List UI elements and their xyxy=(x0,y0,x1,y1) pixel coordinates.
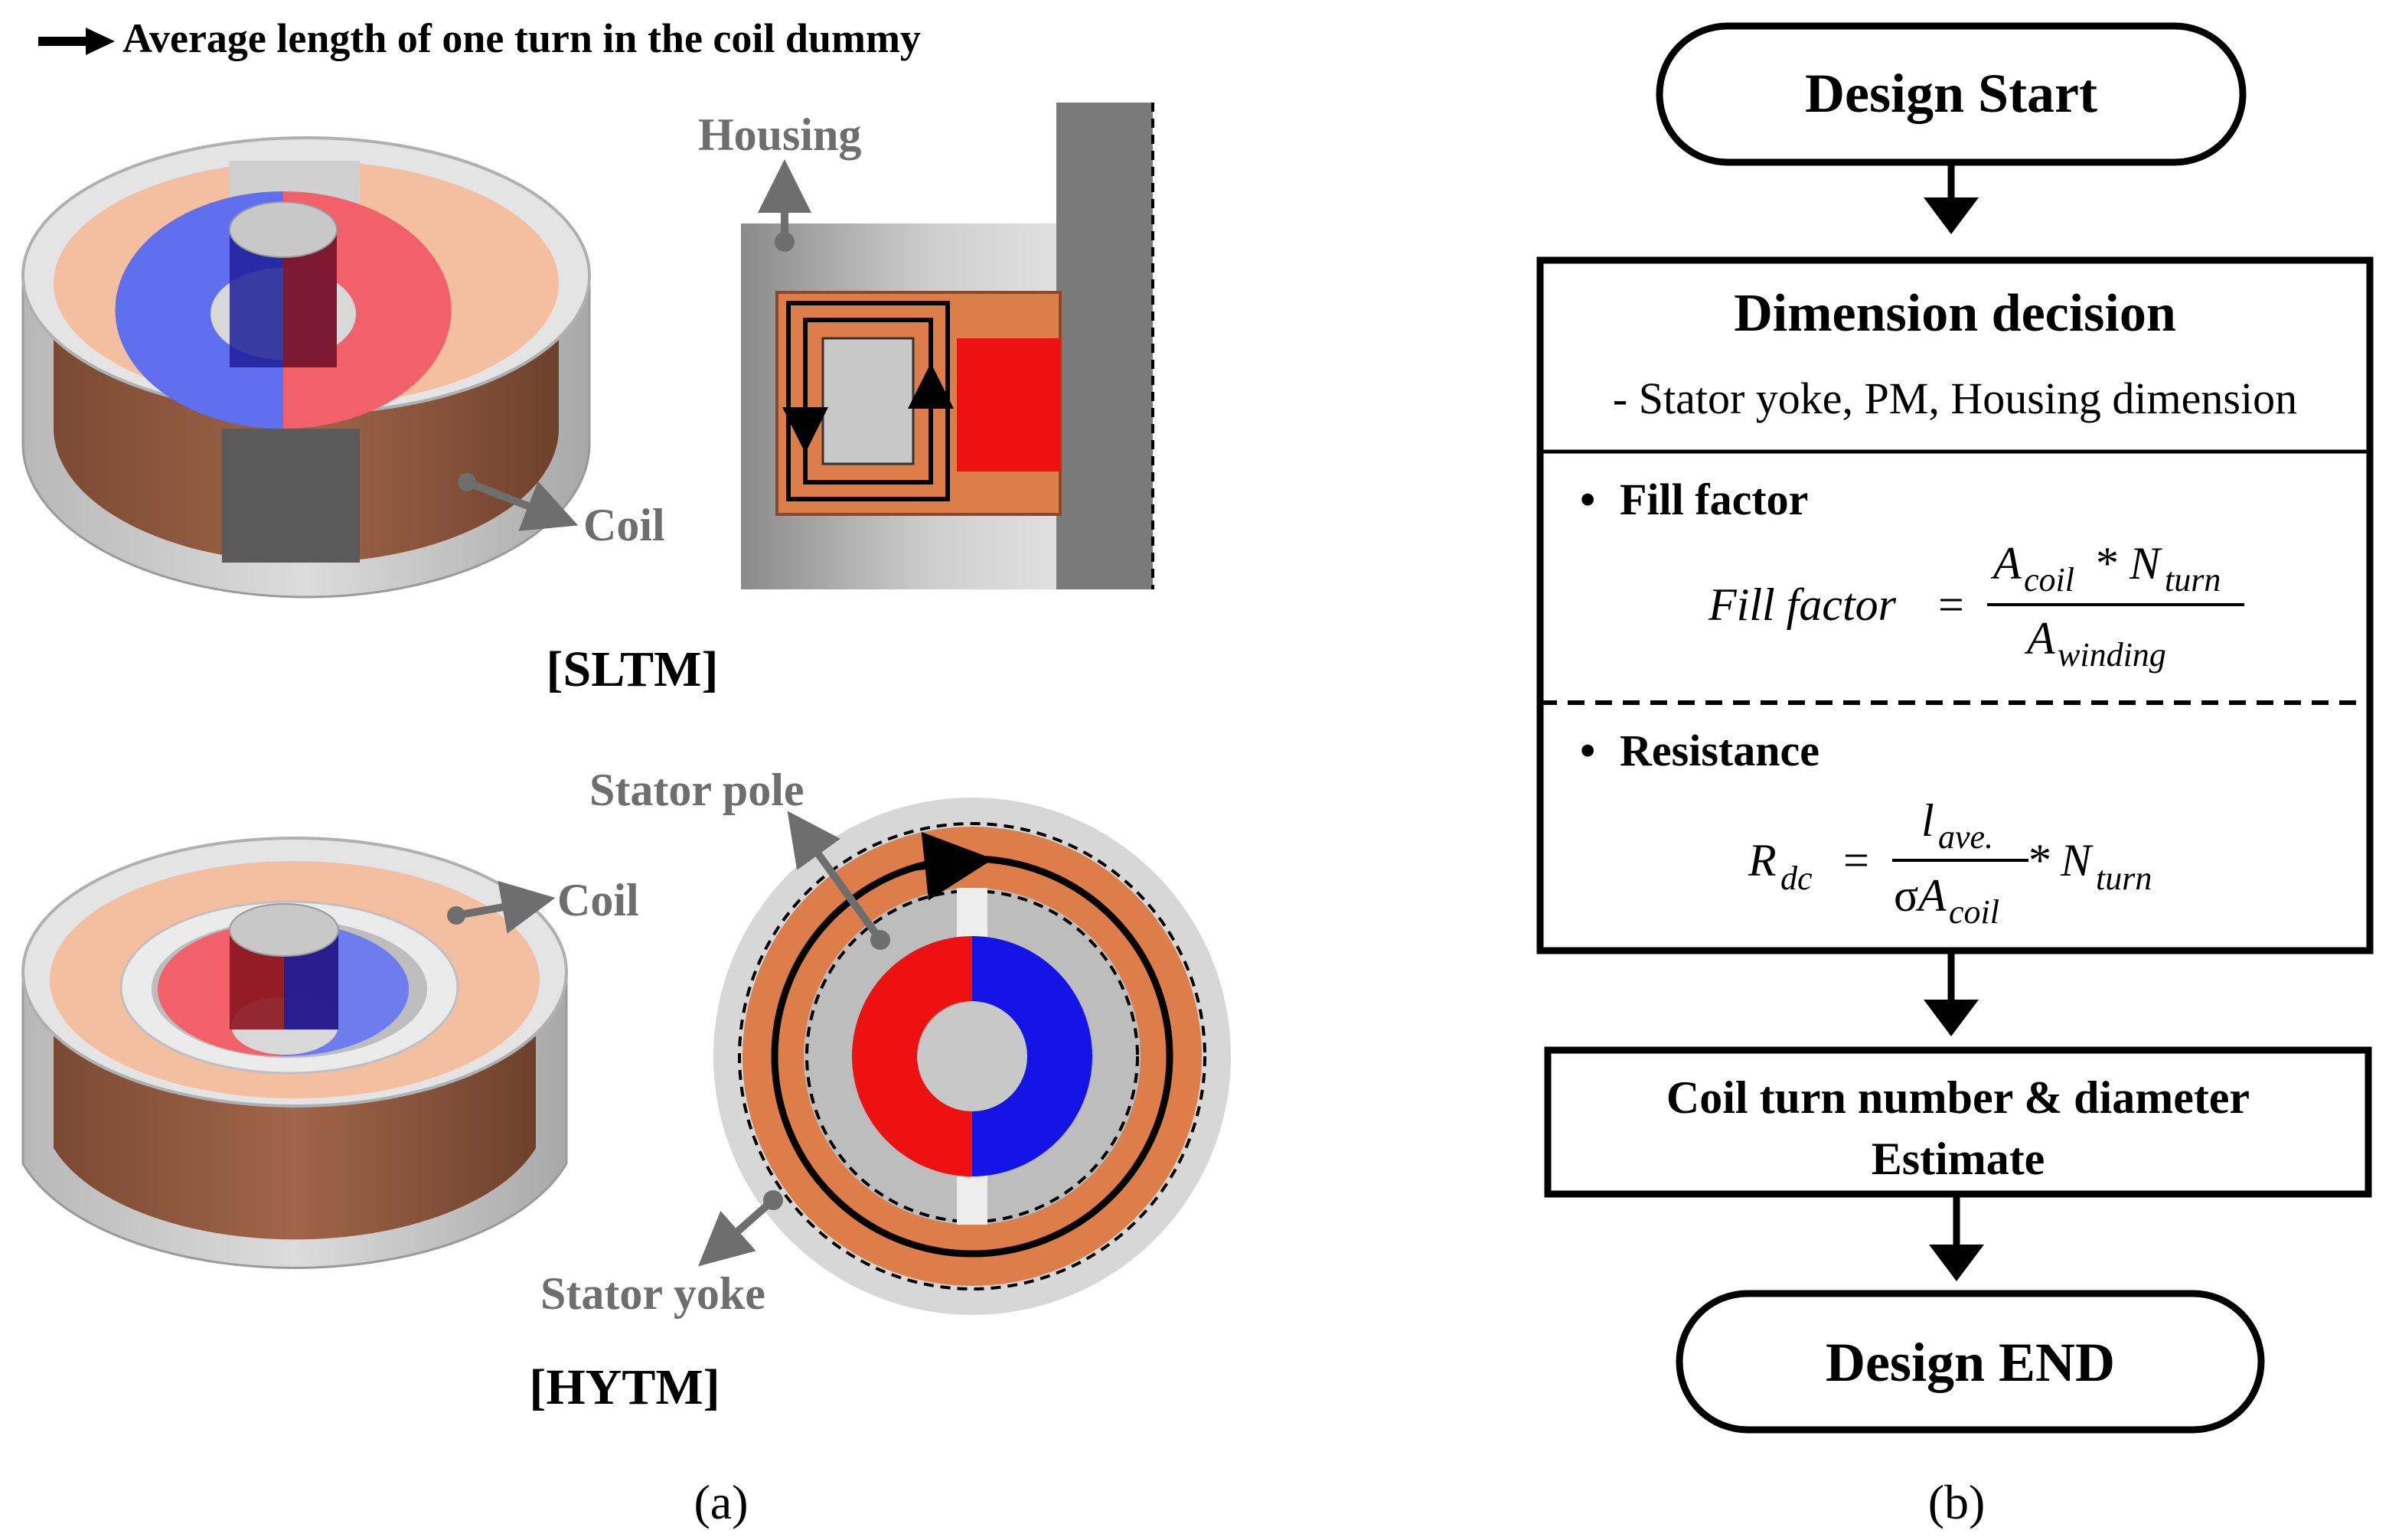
panel-a-caption: (a) xyxy=(694,1475,748,1529)
hytm-coil-label: Coil xyxy=(557,875,639,925)
fill-num-n: N xyxy=(2129,538,2162,589)
res-title: Resistance xyxy=(1620,726,1819,775)
estimate-line-1: Coil turn number & diameter xyxy=(1666,1072,2250,1123)
res-den-a: A xyxy=(1915,870,1947,921)
sltm-caption: [SLTM] xyxy=(547,641,719,697)
hytm-3d-model xyxy=(21,837,568,1269)
res-den-a-sub: coil xyxy=(1949,893,1999,931)
design-end-node xyxy=(1676,1290,2265,1434)
design-end-text: Design END xyxy=(1826,1332,2115,1393)
sltm-coil-core xyxy=(821,337,915,465)
res-times: * xyxy=(2028,835,2051,886)
res-num-l-sub: ave. xyxy=(1938,818,1993,856)
hytm-pole-gap-top xyxy=(957,888,987,941)
res-rhs-n-sub: turn xyxy=(2096,860,2152,897)
res-lhs: R xyxy=(1748,835,1777,886)
sltm-3d-model xyxy=(21,136,591,599)
hytm-shaft-section xyxy=(917,1001,1027,1111)
fill-den-a: A xyxy=(2024,613,2055,664)
fill-num-a: A xyxy=(1990,538,2022,589)
panel-b-caption: (b) xyxy=(1928,1475,1986,1529)
sltm-coil-arrow-icon xyxy=(465,478,579,531)
res-num-l: l xyxy=(1921,795,1934,846)
stator-yoke-label: Stator yoke xyxy=(540,1268,765,1319)
dimension-title: Dimension decision xyxy=(1734,284,2176,343)
fill-bullet: • xyxy=(1580,475,1595,524)
hytm-coil-arrow-dot xyxy=(447,906,465,925)
estimate-line-2: Estimate xyxy=(1872,1134,2045,1184)
housing-label: Housing xyxy=(698,109,861,160)
sltm-cross-section xyxy=(741,103,1154,589)
res-bullet: • xyxy=(1580,726,1595,775)
arrow-2-head-icon xyxy=(1924,1000,1979,1036)
hytm-turn-arrow-icon xyxy=(914,831,994,901)
hytm-coil-outer-dash xyxy=(738,822,1206,1290)
fill-den-a-sub: winding xyxy=(2058,636,2166,674)
hytm-shaft-top xyxy=(229,903,339,957)
hytm-coil-arrow-icon xyxy=(455,880,556,934)
legend-arrowhead-icon xyxy=(86,28,115,55)
fill-title: Fill factor xyxy=(1620,475,1808,524)
sltm-magnet-block xyxy=(957,338,1060,471)
arrow-1-head-icon xyxy=(1924,197,1979,234)
stator-yoke-arrow-icon xyxy=(698,1197,776,1267)
fill-num-times: * xyxy=(2096,538,2119,589)
res-den-sigma: σ xyxy=(1894,870,1918,921)
resistance-equation: R dc = l ave. σ A coil * N turn xyxy=(1748,795,2152,931)
hytm-caption: [HYTM] xyxy=(529,1359,720,1415)
design-start-text: Design Start xyxy=(1805,63,2097,124)
dimension-subtitle: - Stator yoke, PM, Housing dimension xyxy=(1613,374,2297,423)
res-lhs-sub: dc xyxy=(1780,860,1813,897)
res-rhs-n: N xyxy=(2060,835,2094,886)
legend-text: Average length of one turn in the coil d… xyxy=(122,15,921,61)
fill-num-n-sub: turn xyxy=(2165,561,2221,599)
legend: Average length of one turn in the coil d… xyxy=(38,15,921,61)
res-equals: = xyxy=(1843,835,1869,886)
fill-factor-equation: Fill factor = A coil * N turn A winding xyxy=(1708,538,2244,674)
sltm-gap-dark xyxy=(222,429,360,563)
hytm-magnet-blue-section xyxy=(972,936,1092,1176)
hytm-magnet-red-section xyxy=(852,936,972,1176)
stator-pole-arrow-icon xyxy=(787,811,884,942)
sltm-housing-wall xyxy=(1056,103,1153,589)
arrow-3-head-icon xyxy=(1929,1245,1984,1281)
sltm-coil-arrow-dot xyxy=(458,473,476,491)
sltm-shaft-top xyxy=(229,201,338,258)
hytm-pole-gap-bottom xyxy=(957,1171,987,1225)
hytm-cross-section xyxy=(698,798,1231,1315)
fill-num-a-sub: coil xyxy=(2024,561,2074,599)
fill-eq-equals: = xyxy=(1938,579,1964,630)
sltm-coil-label: Coil xyxy=(583,500,665,550)
fill-eq-lhs: Fill factor xyxy=(1708,579,1897,630)
flowchart: Design Start Dimension decision - Stator… xyxy=(1536,22,2374,1434)
stator-pole-label: Stator pole xyxy=(589,765,804,815)
